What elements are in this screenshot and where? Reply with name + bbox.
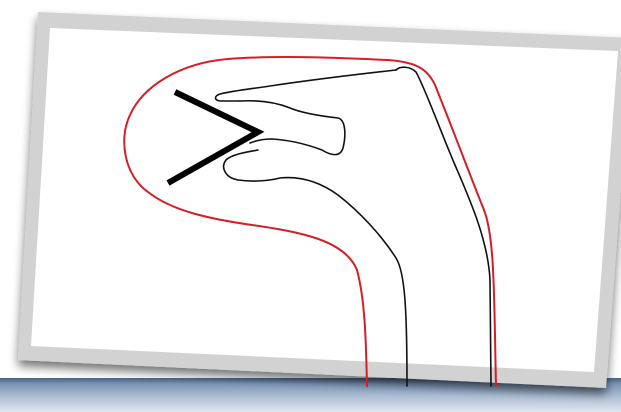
card-inner bbox=[31, 28, 618, 372]
photo-card bbox=[18, 12, 621, 388]
